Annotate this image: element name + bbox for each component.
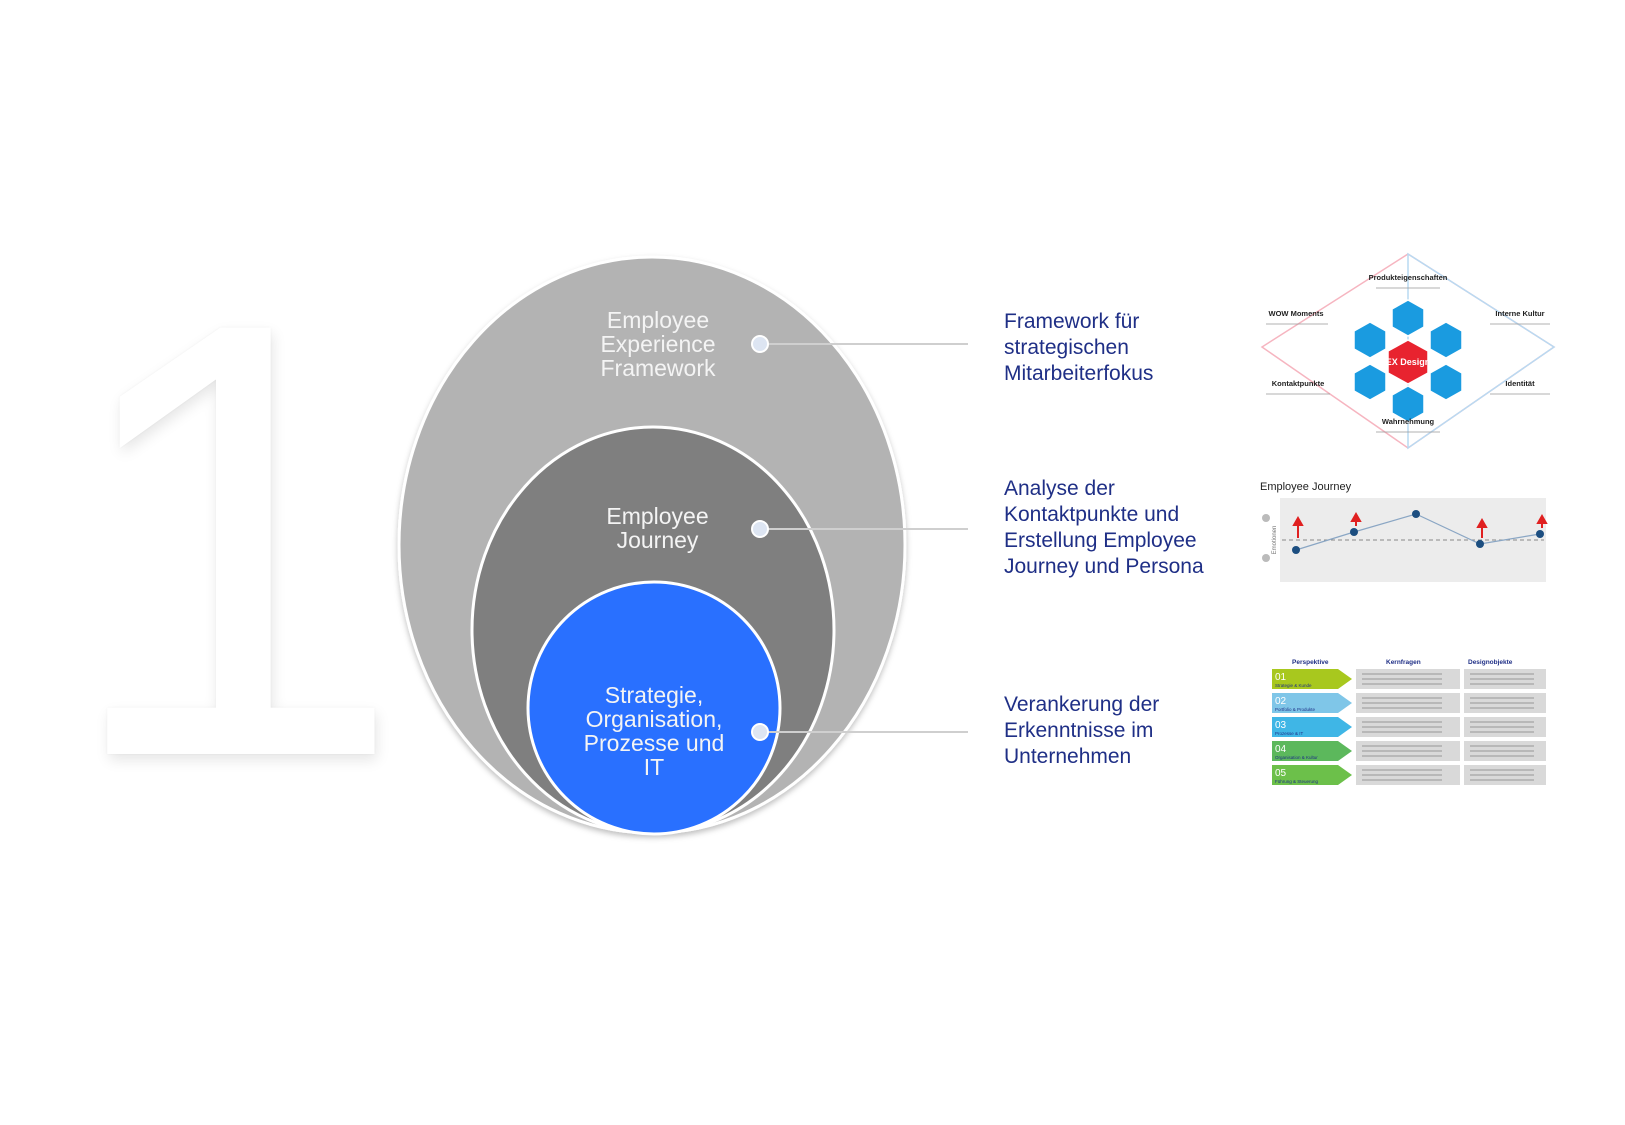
table-thumb-number: 02 xyxy=(1275,696,1287,707)
description-framework: Framework für strategischen Mitarbeiterf… xyxy=(1004,310,1154,385)
middle-layer-label: Employee Journey xyxy=(606,503,709,553)
corner-label-4: Kontaktpunkte xyxy=(1272,379,1325,388)
outer-layer-label: Employee Experience Framework xyxy=(600,307,716,381)
table-thumb-number: 05 xyxy=(1275,768,1287,779)
corner-label-1: Produkteigenschaften xyxy=(1369,273,1448,282)
inner-circle xyxy=(526,580,782,836)
connector-dot-3 xyxy=(751,723,769,741)
journey-thumb-title: Employee Journey xyxy=(1260,481,1352,493)
step-number: 1 xyxy=(60,194,405,886)
description-journey: Analyse der Kontaktpunkte und Erstellung… xyxy=(1004,477,1204,578)
table-thumb-label: Strategie & Kunde xyxy=(1275,683,1312,688)
table-thumb-label: Führung & Steuerung xyxy=(1275,779,1319,784)
table-header-2: Kernfragen xyxy=(1386,659,1421,666)
corner-label-3: Interne Kultur xyxy=(1495,309,1544,318)
table-header-1: Perspektive xyxy=(1292,659,1329,666)
table-thumb-label: Prozesse & IT xyxy=(1275,731,1304,736)
inner-layer-label: Strategie, Organisation, Prozesse und IT xyxy=(583,682,725,780)
table-header-3: Designobjekte xyxy=(1468,659,1513,666)
connector-dot-1 xyxy=(751,335,769,353)
table-thumb-label: Organisation & Kultur xyxy=(1275,755,1318,760)
table-thumb-number: 01 xyxy=(1275,672,1287,683)
description-anchoring: Verankerung der Erkenntnisse im Unterneh… xyxy=(1004,693,1160,768)
table-thumb-label: Portfolio & Produkte xyxy=(1275,707,1316,712)
connector-dot-2 xyxy=(751,520,769,538)
journey-axis-label: Emotionen xyxy=(1272,526,1278,555)
corner-label-6: Wahrnehmung xyxy=(1382,417,1435,426)
table-thumb-number: 04 xyxy=(1275,744,1287,755)
table-thumbnail: Perspektive Kernfragen Designobjekte 01S… xyxy=(1272,659,1546,785)
ex-design-center: EX Design xyxy=(1386,357,1431,367)
table-thumb-number: 03 xyxy=(1275,720,1287,731)
corner-label-2: WOW Moments xyxy=(1269,309,1324,318)
corner-label-5: Identität xyxy=(1505,379,1535,388)
journey-thumbnail: Employee Journey Emotionen xyxy=(1260,481,1548,582)
framework-thumbnail: EX Design Produkteigenschaften WOW Momen… xyxy=(1260,252,1556,450)
